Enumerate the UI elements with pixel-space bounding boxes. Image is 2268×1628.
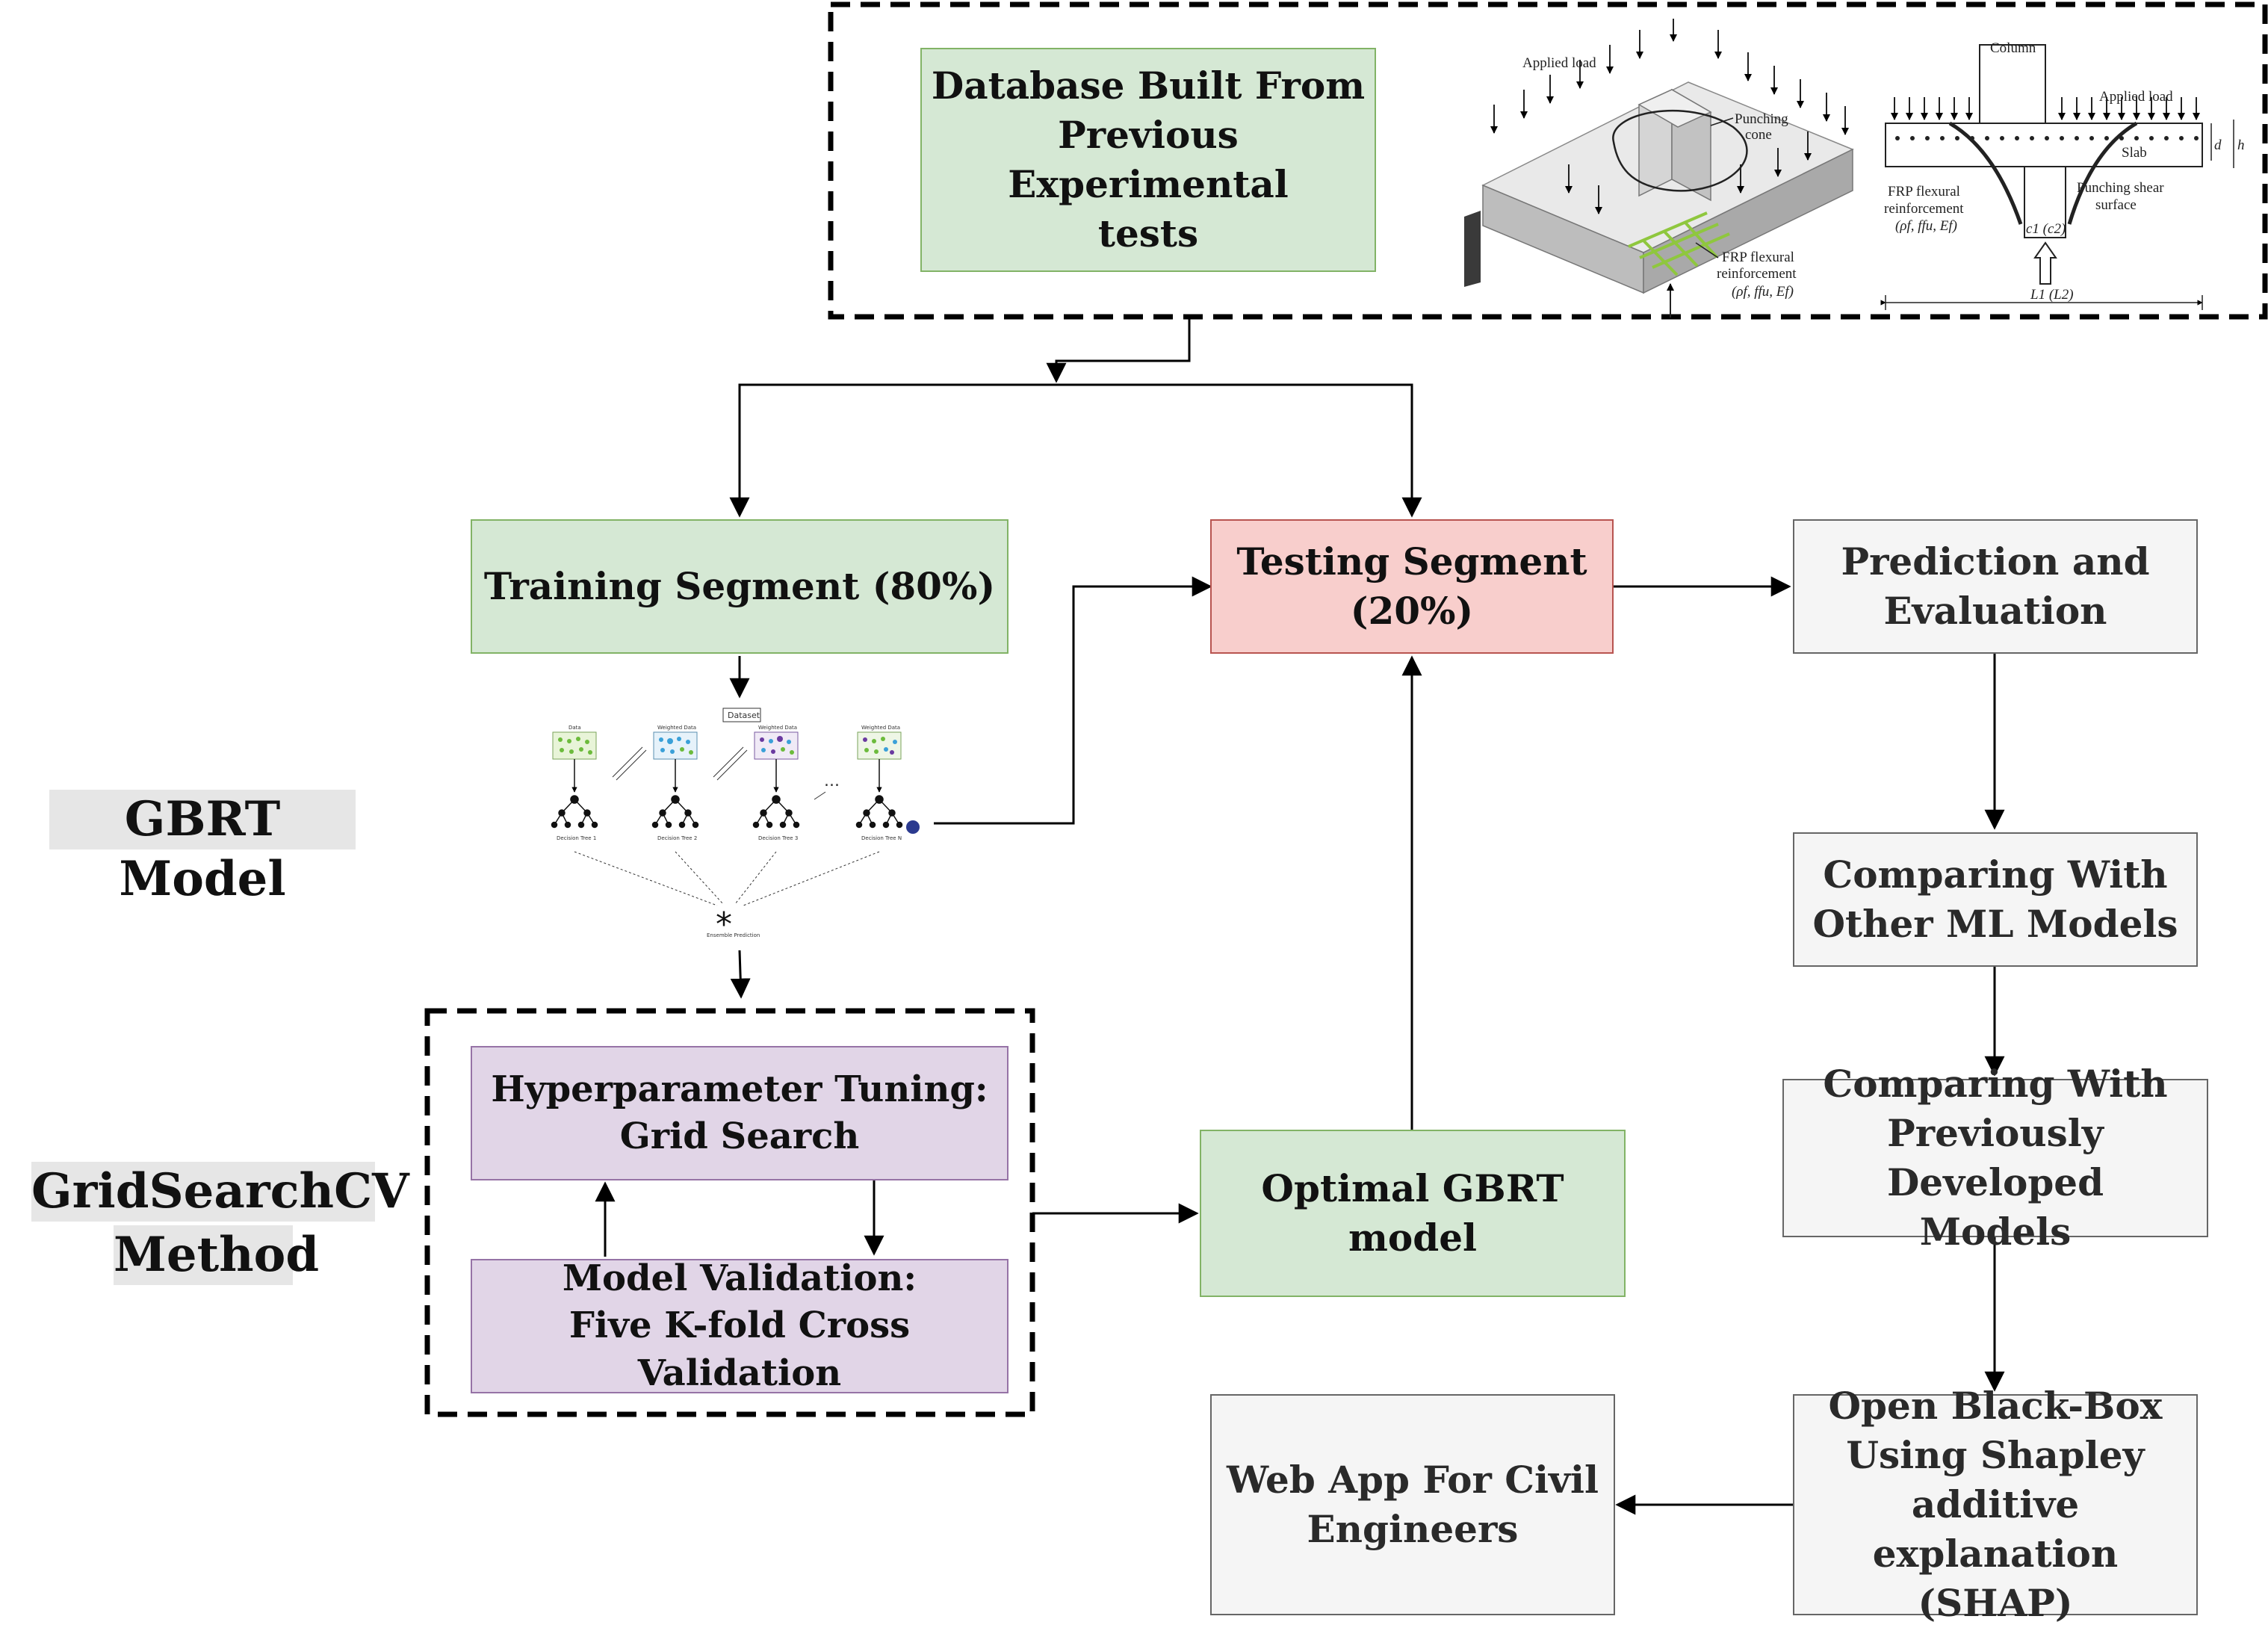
slab-section-slab-label: Slab <box>2122 145 2147 161</box>
shap-block: Open Black-Box Using Shapley additive ex… <box>1793 1384 2198 1625</box>
shap-line-2: Using Shapley <box>1846 1433 2145 1477</box>
slab-3d-applied-load: Applied load <box>1522 55 1596 71</box>
slab-3d-cone-label: cone <box>1745 127 1772 143</box>
webapp-line-1: Web App For Civil <box>1226 1458 1599 1502</box>
gbrt-model-label: GBRT Model <box>49 790 356 907</box>
compare-ml-line-1: Comparing With <box>1823 852 2168 897</box>
validation-line-2: Five K-fold Cross Validation <box>568 1304 911 1394</box>
gbrt-data-block-3 <box>754 731 799 760</box>
gbrt-star: * <box>716 906 732 944</box>
gbrt-tree-label-1: Decision Tree 1 <box>557 835 596 841</box>
gbrt-data-block-4 <box>857 731 902 760</box>
gbrt-tree-label-3: Decision Tree 3 <box>758 835 798 841</box>
slab-section-span-label: L1 (L2) <box>2030 287 2074 303</box>
slab-section-applied-load: Applied load <box>2099 89 2173 105</box>
testing-line-2: (20%) <box>1350 589 1474 633</box>
database-line-3: tests <box>1097 211 1199 256</box>
training-segment-block: Training Segment (80%) <box>471 519 1008 654</box>
slab-3d-figure: Applied load Punching cone FRP flexural … <box>1464 19 1854 318</box>
database-block: Database Built From Previous Experimenta… <box>920 48 1376 272</box>
database-line-2: Previous Experimental <box>1008 113 1289 206</box>
compare-prev-line-3: Models <box>1919 1210 2072 1254</box>
gbrt-ellipsis: ... <box>824 772 840 790</box>
slab-section-shear-2: surface <box>2095 197 2137 213</box>
gbrt-data-label-3: Weighted Data <box>758 725 797 731</box>
prediction-line-2: Evaluation <box>1883 589 2107 633</box>
compare-ml-line-2: Other ML Models <box>1812 902 2178 946</box>
gbrt-data-label-1: Data <box>568 725 581 731</box>
training-line-1: Training Segment (80%) <box>483 564 996 608</box>
connector-gbrt-testing <box>934 576 1212 825</box>
compare-prev-line-1: Comparing With <box>1823 1062 2168 1106</box>
slab-3d-frp-label-1: FRP flexural <box>1722 250 1794 265</box>
slab-section-column-label: Column <box>1990 40 2036 56</box>
hyper-line-2: Grid Search <box>619 1115 860 1157</box>
slab-section-h-label: h <box>2237 137 2245 153</box>
shap-line-4: (SHAP) <box>1918 1581 2073 1625</box>
testing-line-1: Testing Segment <box>1236 539 1587 584</box>
slab-3d-frp-label-3: (ρf, ffu, Ef) <box>1732 284 1794 300</box>
prediction-evaluation-block: Prediction and Evaluation <box>1793 519 2198 654</box>
slab-section-figure: Column Applied load Slab FRP flexural re… <box>1880 40 2245 310</box>
slab-section-shear-1: Punching shear <box>2077 180 2164 196</box>
gbrt-data-label-2: Weighted Data <box>657 725 696 731</box>
gbrt-diagram: Dataset Data Weighted Data Weighted Data… <box>551 708 920 944</box>
hyper-line-1: Hyperparameter Tuning: <box>491 1068 988 1110</box>
gbrt-ensemble-label: Ensemble Prediction <box>707 932 760 938</box>
web-app-block: Web App For Civil Engineers <box>1210 1394 1615 1615</box>
slab-section-frp-3: (ρf, ffu, Ef) <box>1895 218 1957 234</box>
method-label: Method <box>114 1225 319 1285</box>
gbrt-connector-dot <box>906 820 920 834</box>
optimal-gbrt-block: Optimal GBRT model <box>1200 1130 1626 1297</box>
validation-line-1: Model Validation: <box>562 1257 917 1299</box>
slab-section-frp-2: reinforcement <box>1884 201 1964 217</box>
gbrt-dataset-label: Dataset <box>728 711 760 720</box>
webapp-line-2: Engineers <box>1307 1507 1519 1551</box>
compare-prev-line-2: Previously Developed <box>1886 1111 2104 1204</box>
optimal-line-1: Optimal GBRT model <box>1261 1166 1564 1260</box>
compare-ml-block: Comparing With Other ML Models <box>1793 832 2198 967</box>
slab-3d-punching-label: Punching <box>1735 111 1788 127</box>
prediction-line-1: Prediction and <box>1841 539 2150 584</box>
gridsearchcv-label: GridSearchCV <box>31 1162 409 1222</box>
compare-previous-block: Comparing With Previously Developed Mode… <box>1782 1062 2208 1254</box>
testing-segment-block: Testing Segment (20%) <box>1210 519 1614 654</box>
shap-line-1: Open Black-Box <box>1828 1384 2163 1428</box>
connector-gbrt-gridsearch <box>730 950 751 999</box>
gbrt-data-block-2 <box>653 731 698 760</box>
connector-database-split <box>729 317 1422 518</box>
gbrt-trees <box>551 759 903 829</box>
database-group-frame <box>828 1 2268 320</box>
slab-section-c-label: c1 (c2) <box>2026 221 2066 237</box>
gbrt-data-block-1 <box>552 731 597 760</box>
gbrt-tree-label-4: Decision Tree N <box>861 835 902 841</box>
slab-section-frp-1: FRP flexural <box>1888 184 1960 199</box>
slab-3d-frp-label-2: reinforcement <box>1717 266 1797 282</box>
slab-section-d-label: d <box>2214 137 2222 153</box>
shap-line-3: additive explanation <box>1872 1482 2119 1576</box>
gbrt-data-label-4: Weighted Data <box>861 725 900 731</box>
model-validation-block: Model Validation: Five K-fold Cross Vali… <box>471 1257 1008 1394</box>
database-line-1: Database Built From <box>931 64 1366 108</box>
gbrt-tree-label-2: Decision Tree 2 <box>657 835 697 841</box>
hyperparameter-tuning-block: Hyperparameter Tuning: Grid Search <box>471 1046 1008 1180</box>
